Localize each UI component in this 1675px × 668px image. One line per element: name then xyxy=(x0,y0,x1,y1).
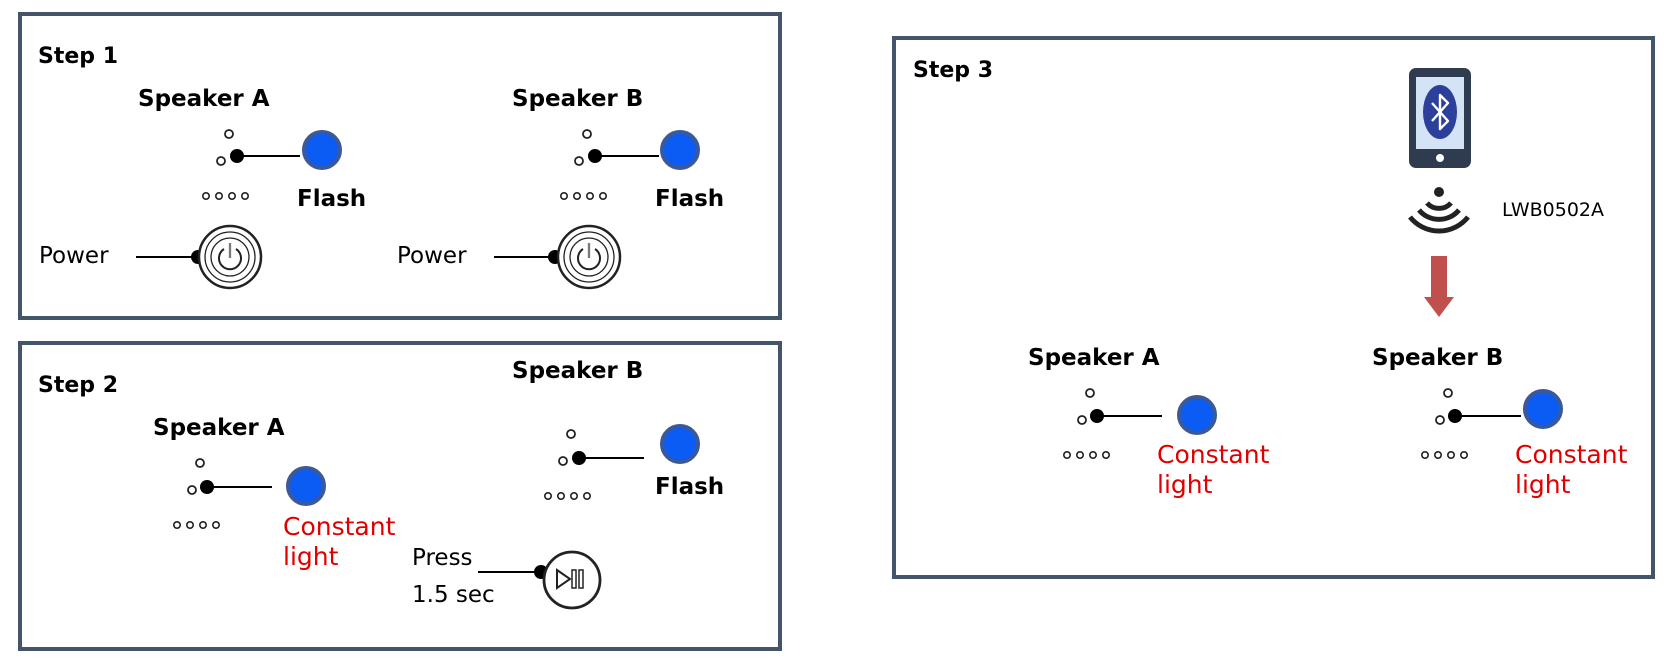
step1-speaker-b-power-button-icon[interactable] xyxy=(494,224,622,290)
step3-device-name: LWB0502A xyxy=(1502,199,1605,221)
step3-speaker-b-led-icon xyxy=(1420,388,1563,460)
step3-speaker-b-state-line1: Constant xyxy=(1515,440,1628,469)
step2-speaker-b-label: Speaker B xyxy=(512,358,644,384)
step2-speaker-a-state-line1: Constant xyxy=(283,512,396,541)
step3-speaker-b-state-line2: light xyxy=(1515,470,1571,499)
step2-speaker-a-state-line2: light xyxy=(283,542,339,571)
step2-speaker-b-led-icon xyxy=(543,424,700,501)
step1-speaker-b-power-label: Power xyxy=(397,243,467,269)
step3-speaker-a-state-line2: light xyxy=(1157,470,1213,499)
step3-panel xyxy=(892,36,1655,579)
bluetooth-icon xyxy=(1423,85,1457,139)
down-arrow-icon xyxy=(1424,256,1454,317)
step3-speaker-b-label: Speaker B xyxy=(1372,345,1504,371)
step1-speaker-a-label: Speaker A xyxy=(138,86,270,112)
step2-speaker-a-label: Speaker A xyxy=(153,415,285,441)
step1-speaker-b-state: Flash xyxy=(655,186,725,212)
step3-speaker-a-led-icon xyxy=(1062,388,1217,460)
step2-press-label-line2: 1.5 sec xyxy=(412,582,495,608)
step1-speaker-b-label: Speaker B xyxy=(512,86,644,112)
step2-panel xyxy=(18,341,782,651)
step1-speaker-b-led-icon xyxy=(559,129,700,201)
step3-title: Step 3 xyxy=(913,58,993,83)
step3-speaker-a-label: Speaker A xyxy=(1028,345,1160,371)
step1-panel xyxy=(18,12,782,320)
step1-speaker-a-power-label: Power xyxy=(39,243,109,269)
step1-speaker-a-state: Flash xyxy=(297,186,367,212)
step2-play-pause-button-icon[interactable] xyxy=(478,550,602,610)
step2-press-label-line1: Press xyxy=(412,545,473,571)
wireless-signal-icon xyxy=(1408,187,1470,234)
step1-speaker-a-power-button-icon[interactable] xyxy=(136,224,263,290)
step2-speaker-b-state: Flash xyxy=(655,474,725,500)
step3-speaker-a-state-line1: Constant xyxy=(1157,440,1270,469)
step1-speaker-a-led-icon xyxy=(201,129,342,201)
step1-title: Step 1 xyxy=(38,44,118,69)
step2-speaker-a-led-icon xyxy=(172,458,326,530)
step2-title: Step 2 xyxy=(38,373,118,398)
